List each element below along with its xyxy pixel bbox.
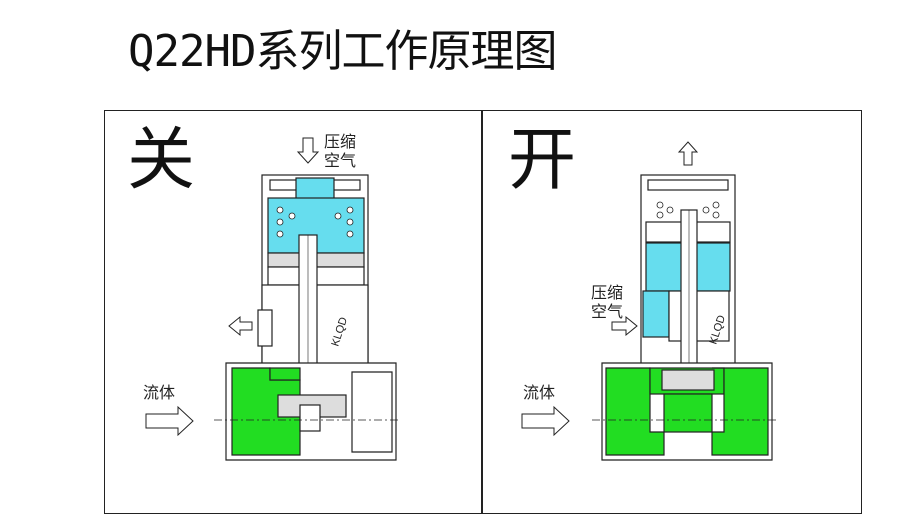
- right-valve-disc: [661, 369, 715, 391]
- diagram-title: Q22HD系列工作原理图: [128, 26, 557, 77]
- left-air-label-2: 空气: [324, 151, 357, 170]
- right-air-in-arrow: [611, 315, 638, 337]
- panel-divider: [481, 110, 483, 514]
- left-exhaust-arrow: [228, 315, 253, 337]
- right-fluid-label: 流体: [523, 383, 556, 402]
- left-air-in-arrow: [296, 137, 320, 164]
- right-fluid-arrow: [521, 405, 570, 437]
- right-state-label: 开: [508, 121, 577, 200]
- left-fluid-arrow: [145, 405, 194, 437]
- left-air-label-1: 压缩: [324, 132, 357, 151]
- left-valve: [214, 174, 400, 461]
- right-air-label-1: 压缩: [591, 283, 624, 302]
- right-air-passage: [642, 290, 670, 338]
- left-top-cap: [295, 177, 335, 201]
- diagram-frame: [104, 110, 862, 514]
- left-state-label: 关: [127, 121, 196, 200]
- right-air-label-2: 空气: [591, 302, 624, 321]
- left-fluid-label: 流体: [143, 383, 176, 402]
- right-exhaust-arrow: [677, 141, 699, 166]
- right-spring: [656, 201, 720, 219]
- left-spring: [276, 206, 354, 238]
- right-valve: [592, 174, 778, 461]
